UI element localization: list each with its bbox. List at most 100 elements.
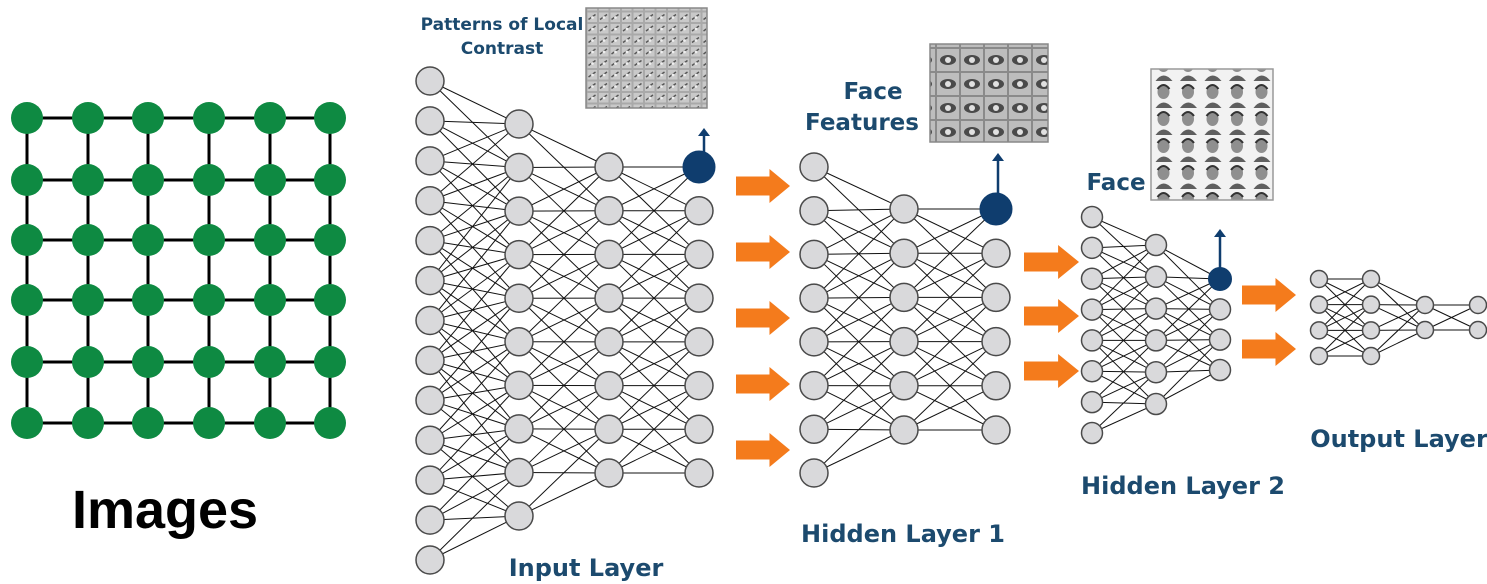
network-edge [608,297,700,386]
network-edge [518,297,610,343]
neuron [504,196,534,226]
neuron [415,106,445,136]
neuron [1309,346,1329,366]
neuron [684,414,714,445]
flow-arrow-icon [736,235,790,269]
network-edge [1318,278,1372,306]
network-edge [429,384,520,481]
network-edge [429,210,520,321]
grid-node [193,407,225,439]
highlighted-neuron [682,150,716,184]
network-edge [608,385,700,430]
neuron [594,327,624,357]
network-edge [1155,276,1221,341]
neuron [1080,329,1104,352]
network-edge [1091,403,1157,434]
network-edge [608,210,700,255]
neuron [1144,297,1168,320]
network-edge [1155,278,1221,341]
grid-node [72,407,104,439]
network-edge [429,515,520,521]
grid-node [11,224,43,256]
flow-arrow-icon [1242,278,1296,312]
network-edge [813,252,905,343]
neuron [1080,267,1104,290]
network-edge [813,166,905,210]
flow-arrow-icon [1024,354,1079,388]
network-edge [429,297,520,401]
grid-node [314,284,346,316]
neuron [504,414,534,444]
network-edge [608,253,700,299]
up-arrow-icon [698,128,710,152]
network-edge [1091,244,1157,310]
network-edge [429,320,520,430]
network-edge [813,385,905,474]
neuron [1080,205,1104,229]
neuron [594,283,624,313]
neuron [594,152,624,182]
network-edge [1091,371,1157,434]
network-edge [429,210,520,281]
network-edge [518,428,610,473]
network-edge [1091,371,1157,403]
network-edge [903,341,997,431]
neuron [799,458,829,488]
face-features-label-line1: Face [843,79,902,105]
neuron [799,283,829,313]
network-edge [429,200,520,212]
network-edge [429,428,520,441]
grid-node [72,102,104,134]
network-edge [429,341,520,441]
network-edge [429,280,520,386]
neuron [799,414,829,445]
neuron [504,239,534,270]
grid-node [11,164,43,196]
network-edge [429,200,520,299]
network-edge [903,208,997,254]
neuron [504,457,534,488]
flow-arrow-icon [736,367,790,401]
grid-node [11,284,43,316]
neuron [1144,265,1168,289]
neuron [1144,329,1168,352]
network-edge [1370,304,1426,357]
network-edge [608,210,700,299]
network-edge [429,160,520,256]
network-edge [429,360,520,430]
network-edge [429,80,520,168]
network-edge [608,297,700,343]
network-neurons [415,66,1487,575]
neuron [415,66,445,96]
input-layer-label: Input Layer [509,554,664,582]
grid-node [132,407,164,439]
network-edge [1091,216,1157,246]
grid-node [132,164,164,196]
neuron [1080,298,1104,321]
neuron [415,505,445,535]
network-edge [429,384,520,441]
neuron [1080,421,1104,445]
neuron [504,152,534,183]
grid-node [254,284,286,316]
network-edge [1091,276,1157,341]
network-edge [813,208,905,212]
neuron [981,238,1011,268]
neuron [415,186,445,216]
neuron [1309,321,1329,340]
network-edge [1155,308,1221,373]
network-edge [518,428,610,517]
neuron [504,370,534,401]
neuron [504,283,534,313]
network-edge [429,120,520,212]
grid-node [193,102,225,134]
network-edge [1318,304,1372,331]
images-label: Images [72,480,258,540]
network-edge [903,252,997,342]
network-edge [429,320,520,386]
network-edge [429,120,520,168]
network-edge [1155,308,1221,371]
network-edge [903,297,997,387]
network-edge [1155,369,1221,405]
